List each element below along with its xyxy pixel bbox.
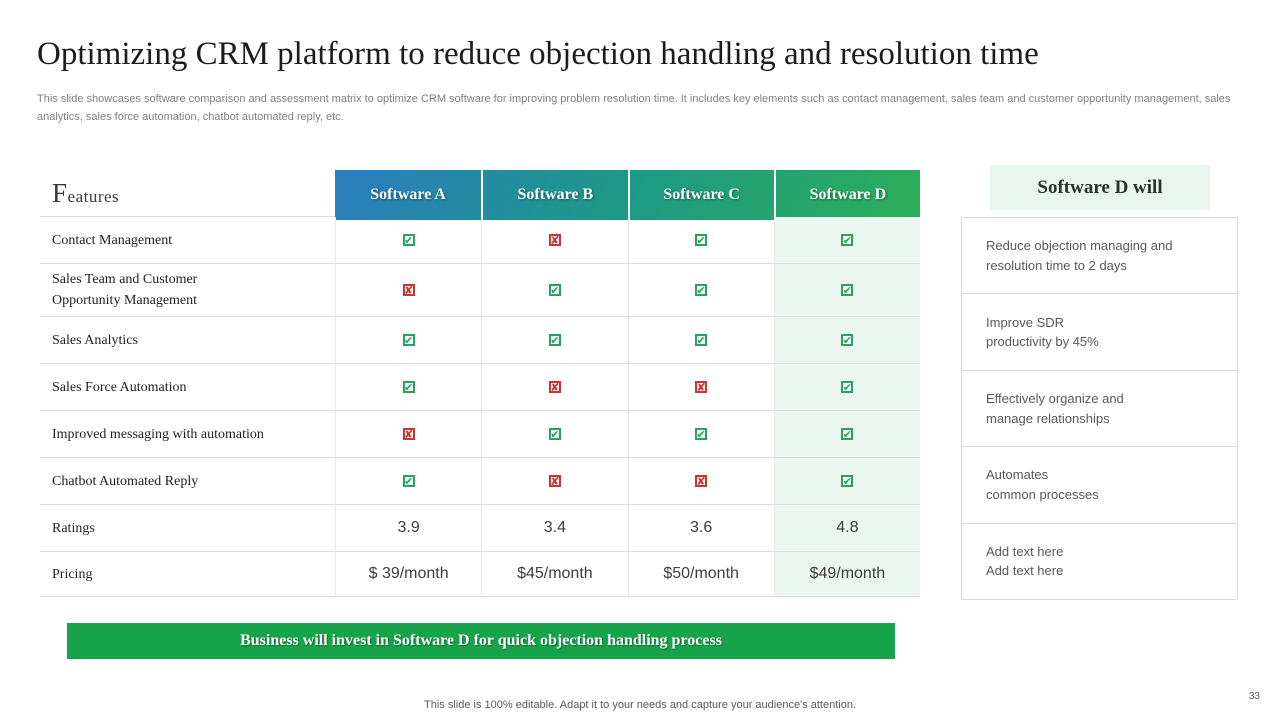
- matrix-cell: ✘: [481, 364, 627, 410]
- features-column-header: Features: [52, 178, 120, 208]
- check-icon: ✔: [695, 233, 708, 247]
- matrix-cell: ✘: [335, 264, 481, 316]
- check-icon: ✔: [841, 427, 854, 441]
- check-icon: ✔: [841, 474, 854, 488]
- ratings-label: Ratings: [52, 520, 95, 536]
- check-icon: ✔: [548, 283, 561, 297]
- matrix-cell: ✔: [627, 264, 774, 316]
- check-icon: ✔: [841, 333, 854, 347]
- matrix-cell: ✔: [481, 264, 627, 316]
- check-icon: ✔: [402, 233, 415, 247]
- matrix-cell: ✔: [773, 317, 920, 363]
- footer-note: This slide is 100% editable. Adapt it to…: [424, 699, 856, 711]
- check-icon: ✔: [548, 427, 561, 441]
- column-header-software-a: Software A: [370, 186, 446, 203]
- check-icon: ✔: [841, 233, 854, 247]
- matrix-cell: ✘: [481, 458, 627, 504]
- page-title: Optimizing CRM platform to reduce object…: [37, 36, 1039, 72]
- price-value: $50/month: [627, 552, 774, 596]
- matrix-cell: ✔: [627, 217, 774, 263]
- matrix-cell: ✔: [335, 364, 481, 410]
- matrix-cell: ✘: [627, 458, 774, 504]
- rating-value: 3.4: [481, 505, 627, 551]
- feature-label: Improved messaging with automation: [52, 426, 264, 442]
- matrix-cell: ✔: [773, 458, 920, 504]
- matrix-cell: ✘: [627, 364, 774, 410]
- software-header-strip: Software A Software B Software C Softwar…: [335, 170, 920, 220]
- matrix-cell: ✘: [481, 217, 627, 263]
- feature-label: Chatbot Automated Reply: [52, 473, 199, 489]
- table-row: Contact Management ✔ ✘ ✔ ✔: [40, 216, 920, 263]
- page-number: 33: [1248, 691, 1260, 702]
- rating-value: 4.8: [773, 505, 920, 551]
- cross-icon: ✘: [402, 427, 415, 441]
- matrix-cell: ✔: [773, 364, 920, 410]
- matrix-cell: ✔: [627, 317, 774, 363]
- pricing-label: Pricing: [52, 566, 93, 582]
- matrix-cell: ✔: [335, 217, 481, 263]
- column-header-software-d: Software D: [773, 170, 920, 220]
- cross-icon: ✘: [548, 380, 561, 394]
- table-row: Sales Analytics ✔ ✔ ✔ ✔: [40, 316, 920, 363]
- benefit-list: Reduce objection managing and resolution…: [961, 217, 1238, 600]
- feature-label: Contact Management: [52, 232, 173, 248]
- matrix-cell: ✔: [773, 217, 920, 263]
- check-icon: ✔: [695, 427, 708, 441]
- cross-icon: ✘: [402, 283, 415, 297]
- price-value: $ 39/month: [335, 552, 481, 596]
- matrix-cell: ✔: [335, 458, 481, 504]
- cross-icon: ✘: [548, 233, 561, 247]
- conclusion-banner: Business will invest in Software D for q…: [67, 623, 895, 659]
- matrix-cell: ✘: [335, 411, 481, 457]
- matrix-cell: ✔: [481, 317, 627, 363]
- check-icon: ✔: [841, 380, 854, 394]
- column-header-software-b: Software B: [481, 170, 627, 220]
- feature-label: Sales Force Automation: [52, 379, 187, 395]
- matrix-cell: ✔: [627, 411, 774, 457]
- price-value: $49/month: [773, 552, 920, 596]
- slide-subtitle: This slide showcases software comparison…: [37, 93, 1231, 124]
- check-icon: ✔: [402, 380, 415, 394]
- table-row: Improved messaging with automation ✘ ✔ ✔…: [40, 410, 920, 457]
- benefit-item: Effectively organize and manage relation…: [962, 369, 1237, 446]
- comparison-table: Features Software A Software B Software …: [40, 170, 920, 597]
- column-header-software-c: Software C: [627, 170, 774, 220]
- feature-label: Sales Analytics: [52, 332, 138, 348]
- feature-label: Sales Team and Customer Opportunity Mana…: [52, 272, 198, 308]
- price-value: $45/month: [481, 552, 627, 596]
- cross-icon: ✘: [695, 474, 708, 488]
- benefit-item: Automates common processes: [962, 446, 1237, 522]
- table-row-ratings: Ratings 3.9 3.4 3.6 4.8: [40, 504, 920, 551]
- benefit-item: Reduce objection managing and resolution…: [986, 238, 1173, 273]
- cross-icon: ✘: [548, 474, 561, 488]
- table-row: Sales Force Automation ✔ ✘ ✘ ✔: [40, 363, 920, 410]
- benefit-item: Improve SDR productivity by 45%: [962, 293, 1237, 369]
- check-icon: ✔: [402, 333, 415, 347]
- table-row: Sales Team and Customer Opportunity Mana…: [40, 263, 920, 316]
- check-icon: ✔: [695, 333, 708, 347]
- table-header-row: Features Software A Software B Software …: [40, 170, 920, 220]
- check-icon: ✔: [841, 283, 854, 297]
- table-row: Chatbot Automated Reply ✔ ✘ ✘ ✔: [40, 457, 920, 504]
- table-row-pricing: Pricing $ 39/month $45/month $50/month $…: [40, 551, 920, 597]
- matrix-cell: ✔: [773, 411, 920, 457]
- matrix-cell: ✔: [773, 264, 920, 316]
- rating-value: 3.9: [335, 505, 481, 551]
- rating-value: 3.6: [627, 505, 774, 551]
- matrix-cell: ✔: [481, 411, 627, 457]
- sidebar-title: Software D will: [990, 165, 1210, 210]
- benefit-item-placeholder: Add text here Add text here: [962, 522, 1237, 599]
- matrix-cell: ✔: [335, 317, 481, 363]
- check-icon: ✔: [695, 283, 708, 297]
- cross-icon: ✘: [695, 380, 708, 394]
- check-icon: ✔: [548, 333, 561, 347]
- check-icon: ✔: [402, 474, 415, 488]
